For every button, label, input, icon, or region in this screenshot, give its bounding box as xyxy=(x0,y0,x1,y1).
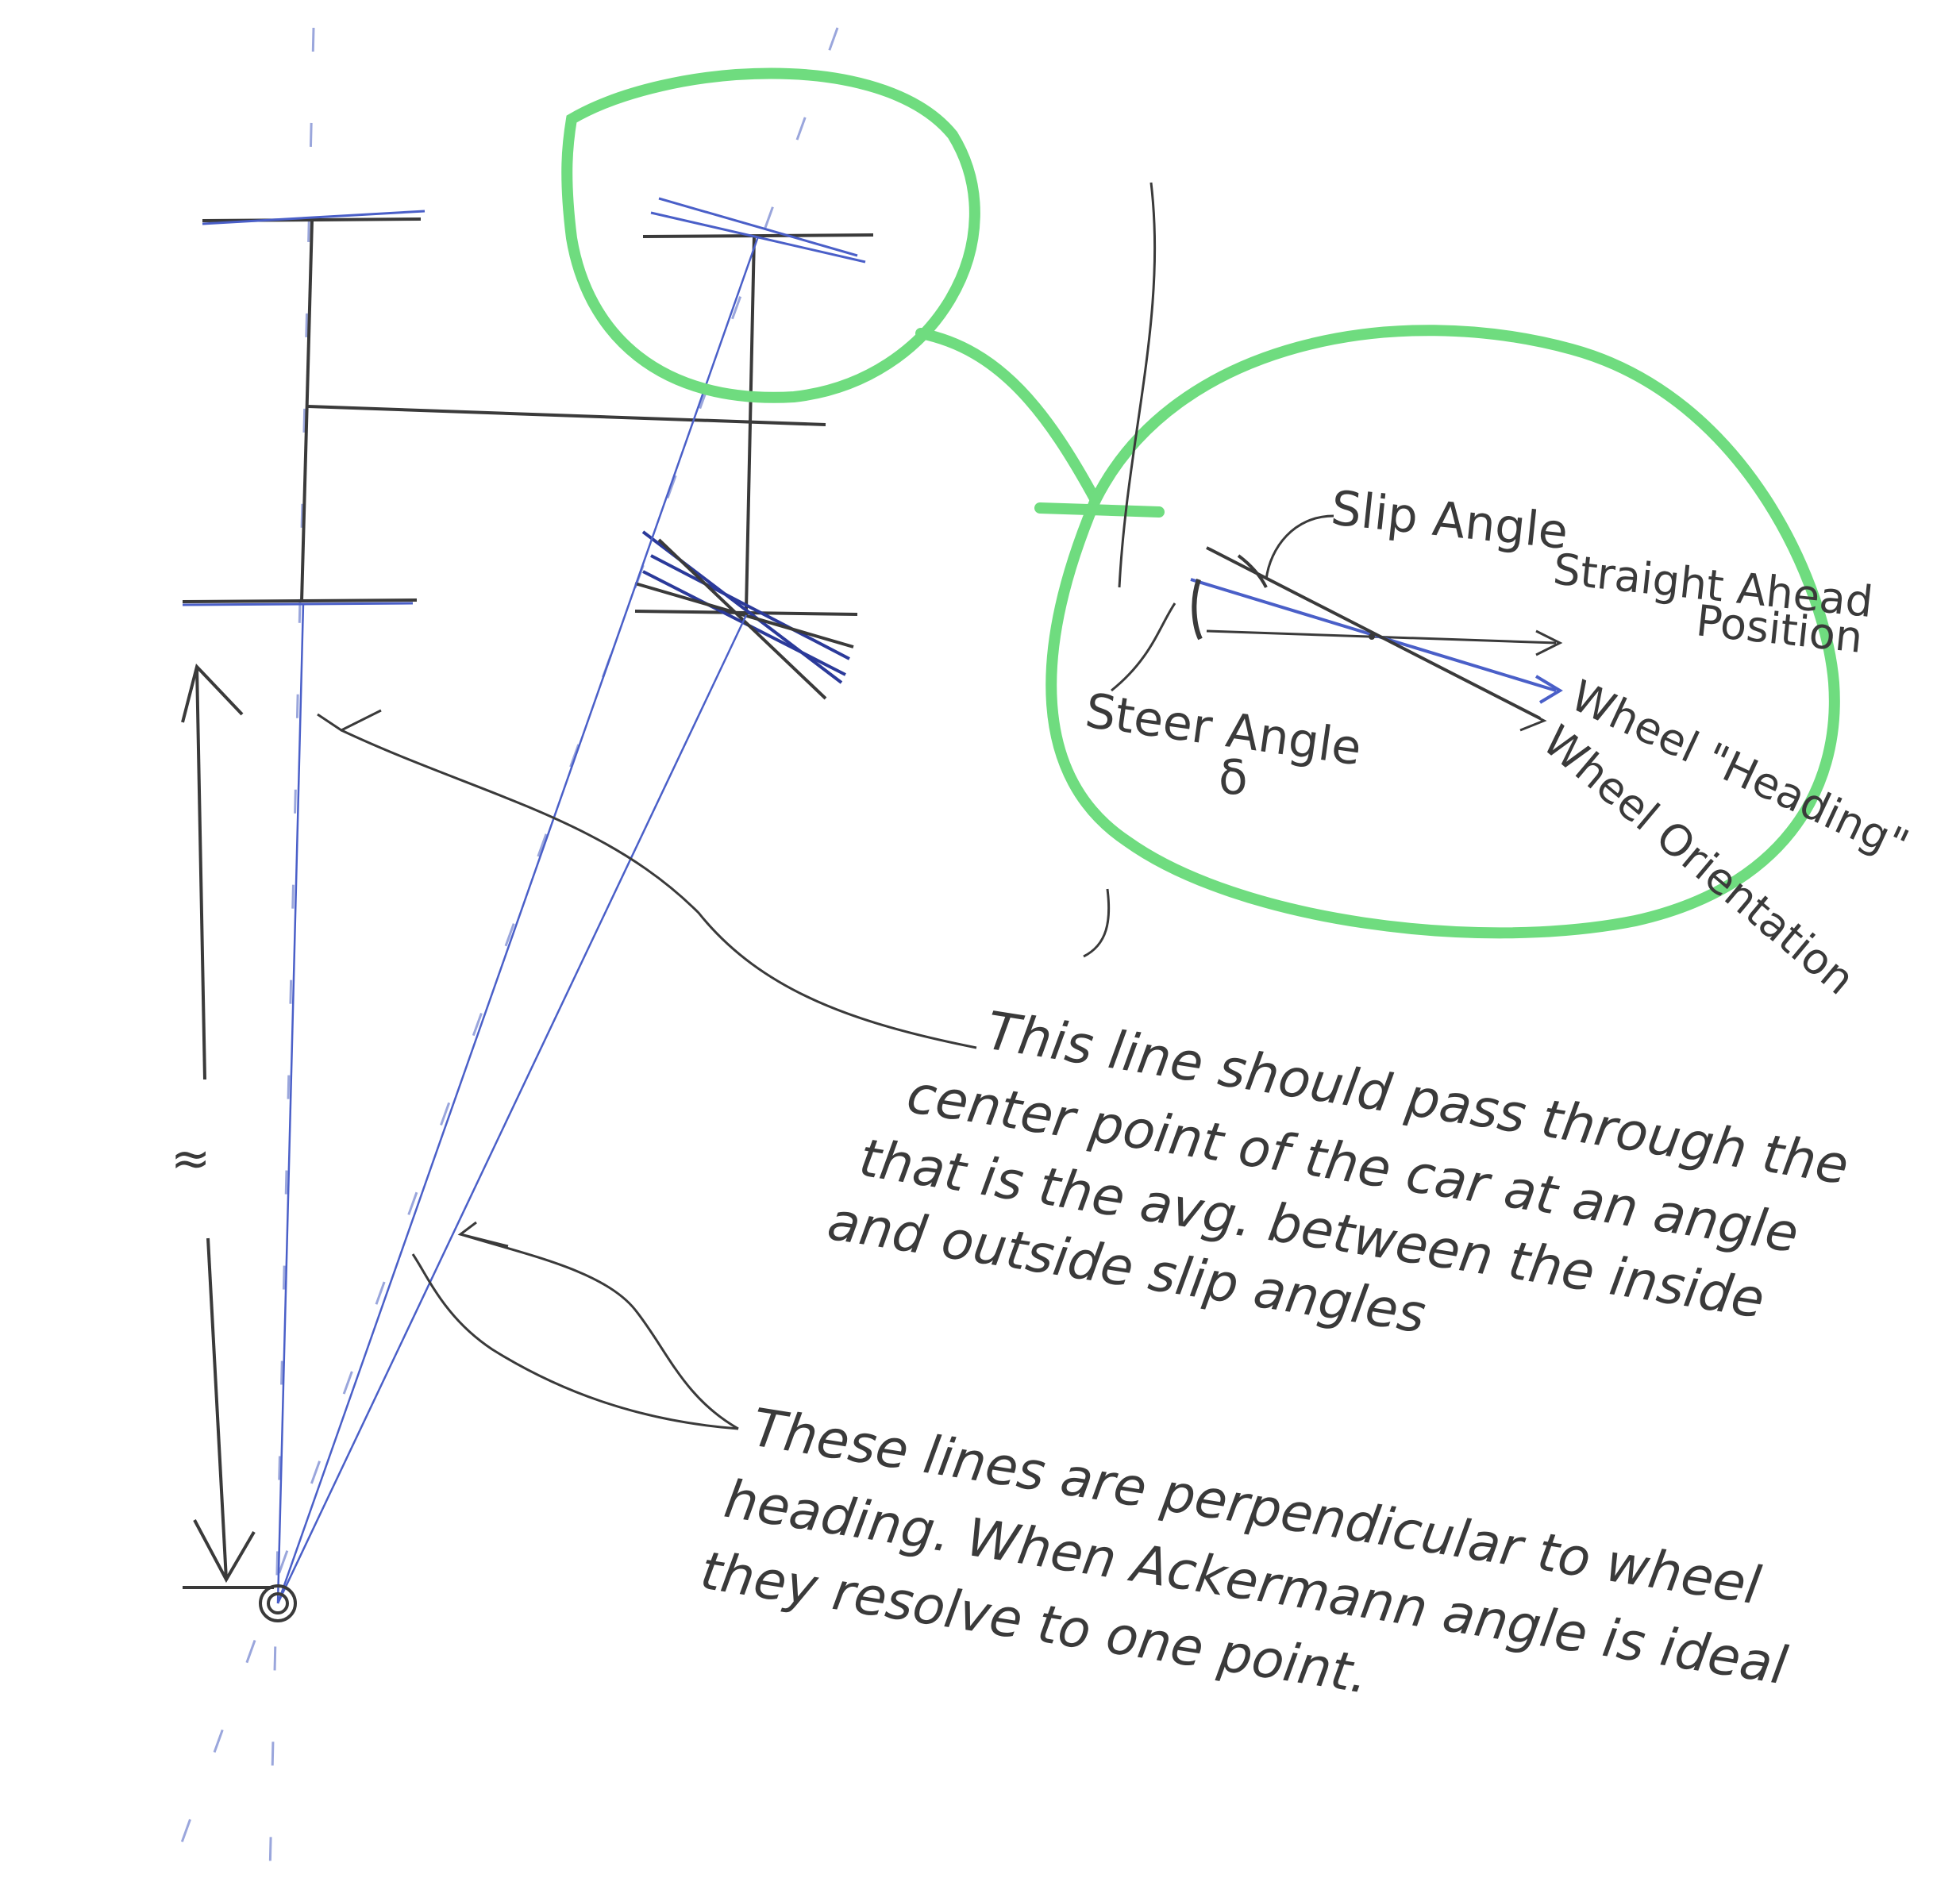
heading-front-left xyxy=(202,210,426,225)
perpendicular-lines xyxy=(276,236,760,1604)
divider-stroke-lower xyxy=(1083,888,1111,958)
leader-perpendicular-a xyxy=(460,1233,739,1430)
wheel-orientation-arrowhead xyxy=(1515,705,1547,732)
line-rear-left xyxy=(276,602,305,1604)
cross-member xyxy=(307,405,826,426)
highlight-wheel-loop xyxy=(561,67,980,403)
heading-front-right-b xyxy=(658,197,858,257)
turn-center-outer xyxy=(259,1584,297,1622)
scribble-4 xyxy=(657,538,827,700)
leader-center-line xyxy=(341,729,977,1049)
note-perpendicular: These lines are perpendicular to wheel h… xyxy=(696,1397,1792,1706)
wheel-heading-arrowhead xyxy=(1534,675,1563,704)
dimension-arrowhead-top xyxy=(181,664,244,723)
leader-perpendicular-b xyxy=(411,1253,739,1430)
dimension-upper xyxy=(195,666,206,1080)
wheel-orientation-line xyxy=(1206,546,1541,720)
dimension-arrowhead-bottom xyxy=(193,1519,256,1584)
wheel-pivot xyxy=(1369,633,1375,640)
wheel-angle-detail xyxy=(1111,514,1563,732)
highlight-tick xyxy=(1034,502,1165,518)
scribble-5 xyxy=(634,582,854,648)
left-rail xyxy=(300,220,314,602)
wheel-front-left xyxy=(202,217,422,222)
length-symbol: ≈ xyxy=(171,1131,210,1187)
dashed-centerlines xyxy=(169,27,839,1874)
wheel-front-right xyxy=(642,233,874,238)
wheel-rear-left xyxy=(182,598,418,603)
arrowhead-perpendicular-a xyxy=(457,1221,509,1248)
highlight-loops xyxy=(561,67,1840,939)
turn-center-inner xyxy=(267,1592,289,1614)
length-dimension xyxy=(181,664,256,1584)
note-center-line: This line should pass through the center… xyxy=(823,1000,1852,1345)
turn-center-point xyxy=(183,1584,297,1622)
heading-rear-left xyxy=(182,602,414,606)
wheel-rear-right xyxy=(634,610,858,616)
line-rear-right xyxy=(276,614,748,1604)
leader-steer-angle xyxy=(1111,602,1176,692)
steered-wheel-scribble xyxy=(634,530,854,700)
scribble-2 xyxy=(650,554,850,660)
leader-slip-angle xyxy=(1265,514,1334,580)
highlight-connector xyxy=(915,328,1101,506)
slip-angle-arc xyxy=(1237,554,1268,588)
straight-ahead-arrowhead xyxy=(1535,629,1563,656)
divider-stroke-upper xyxy=(1118,182,1157,588)
arrowhead-center-line xyxy=(317,709,382,732)
left-centerline xyxy=(268,27,315,1874)
highlight-detail-loop xyxy=(1045,325,1840,939)
label-delta: δ xyxy=(1219,750,1248,806)
steer-angle-arc xyxy=(1192,579,1203,641)
dimension-lower xyxy=(206,1237,228,1580)
right-centerline xyxy=(169,27,839,1874)
wheels xyxy=(182,217,874,616)
line-front-right xyxy=(276,236,760,1604)
label-slip-angle: Slip Angle xyxy=(1328,480,1570,560)
chassis xyxy=(300,220,826,610)
